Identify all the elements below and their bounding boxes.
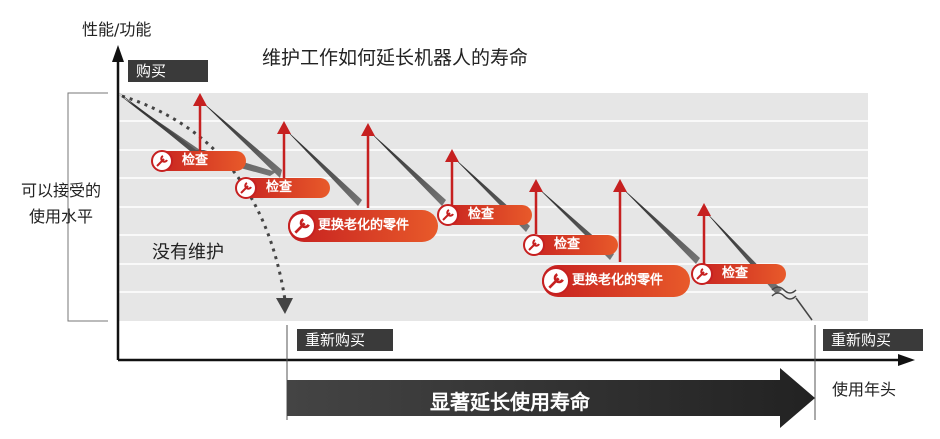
inspection-pill-5: 检查 [691,263,786,285]
wrench-icon [151,150,173,172]
purchase-tag: 购买 [128,60,208,82]
wrench-icon [691,263,713,285]
acceptable-level-line1: 可以接受的 [20,181,101,200]
inspection-pill-1: 检查 [151,150,246,172]
wrench-icon [542,267,570,295]
inspection-pill-3: 检查 [437,204,532,226]
diagram-title: 维护工作如何延长机器人的寿命 [262,47,529,69]
lifetime-extended-label: 显著延长使用寿命 [430,390,590,414]
pill-label: 检查 [468,207,495,222]
rebuy-tag-2: 重新购买 [823,329,923,351]
inspection-pill-4: 检查 [523,234,618,256]
y-axis-label: 性能/功能 [82,20,152,39]
pill-label: 检查 [722,266,749,281]
inspection-pill-2: 检查 [235,177,330,199]
acceptable-level-line2: 使用水平 [28,207,93,226]
left-bracket [67,92,108,322]
pill-label: 检查 [554,237,581,252]
acceptable-level-label: 可以接受的 使用水平 [6,178,116,230]
pill-label: 更换老化的零件 [572,273,664,288]
tail-line [795,297,813,321]
wrench-icon [523,234,545,256]
x-axis-arrowhead [898,354,915,366]
x-axis-label: 使用年头 [832,380,897,399]
pill-label: 更换老化的零件 [318,218,410,233]
replace-parts-pill-2: 更换老化的零件 [542,265,690,297]
wrench-icon [288,212,316,240]
no-maintenance-label: 没有维护 [152,242,224,263]
rebuy-tag-1: 重新购买 [297,329,393,351]
axis-break-mark [771,286,797,300]
no-maintenance-arrowhead [276,298,293,314]
y-axis-arrowhead [112,45,124,62]
pill-label: 检查 [266,180,293,195]
wrench-icon [437,204,459,226]
wrench-icon [235,177,257,199]
pill-label: 检查 [182,153,209,168]
replace-parts-pill-1: 更换老化的零件 [288,210,438,242]
restore-arrows [193,93,711,266]
bottom-big-arrow [287,368,815,428]
